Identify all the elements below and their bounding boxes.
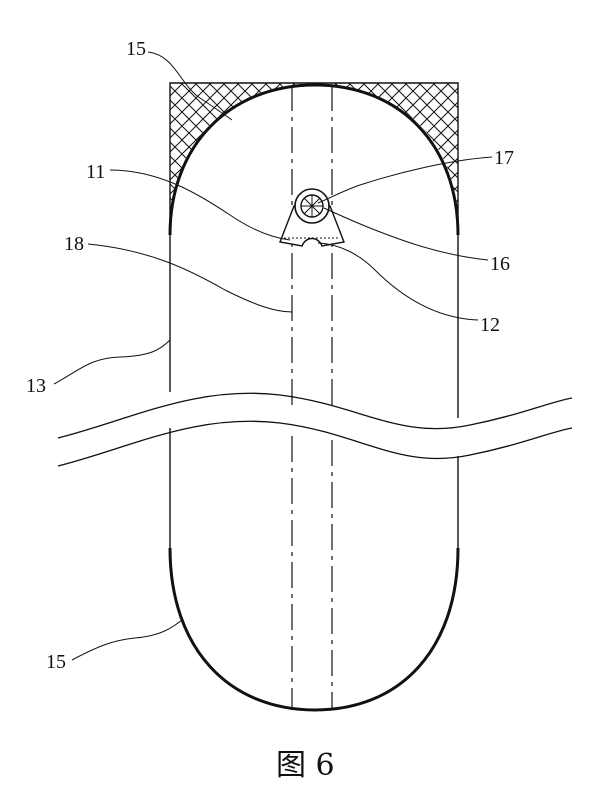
ref-label-12: 12: [480, 314, 500, 336]
break-line-lower: [57, 420, 573, 467]
leader-lines: [53, 51, 493, 661]
hatch-box-outline: [169, 82, 459, 220]
ref-label-18: 18: [64, 233, 84, 255]
ref-label-15-top: 15: [126, 38, 146, 60]
ref-label-17: 17: [494, 147, 514, 169]
ref-label-13: 13: [26, 375, 46, 397]
ref-label-15-bottom: 15: [46, 651, 66, 673]
break-line-upper: [57, 392, 573, 439]
figure-caption: 图 6: [276, 748, 335, 783]
ref-label-11: 11: [86, 161, 105, 183]
bottom-cap-curve: [168, 547, 460, 712]
ref-label-16: 16: [490, 253, 510, 275]
mount-bracket: [279, 205, 345, 247]
central-channel: [291, 85, 333, 710]
top-cap-curve: [168, 83, 460, 236]
tube-assembly: [279, 188, 345, 247]
